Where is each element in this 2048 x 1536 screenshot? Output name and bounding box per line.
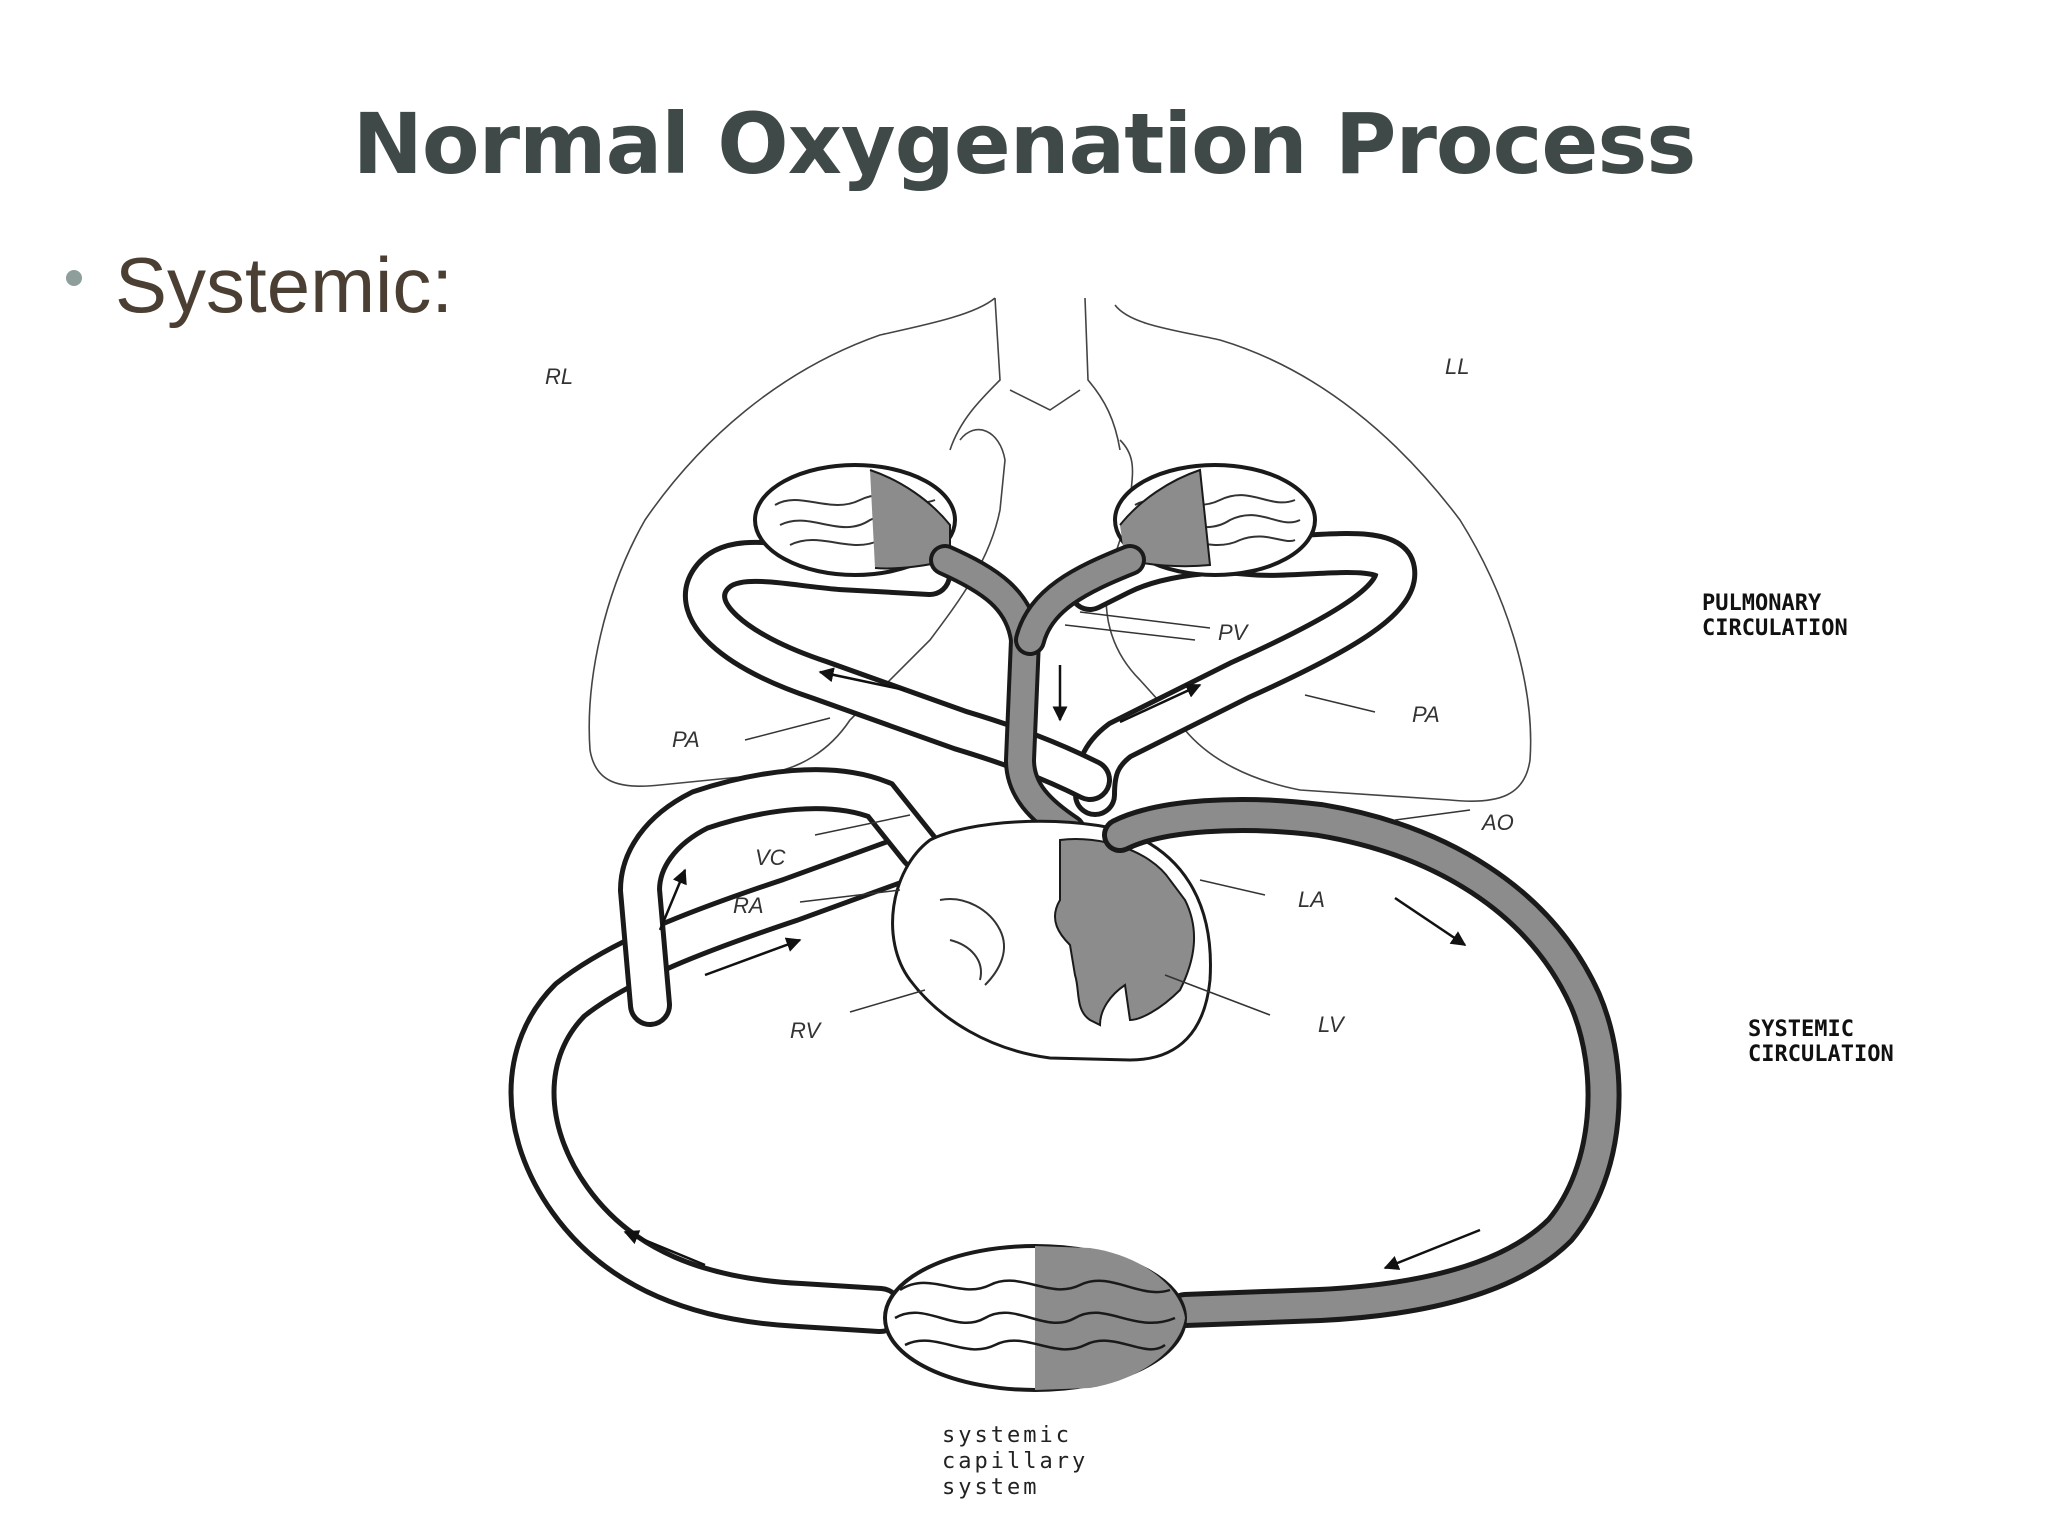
flow-arrows xyxy=(623,665,1481,1270)
leader-lines xyxy=(744,611,1471,1016)
lung-capillary-beds xyxy=(753,463,1317,577)
label-pv: PV xyxy=(1218,620,1250,645)
label-systemic-1: SYSTEMIC xyxy=(1748,1017,1854,1042)
pulmonary-veins xyxy=(929,544,1146,846)
label-pa-right: PA xyxy=(1412,702,1440,727)
heart xyxy=(891,819,1212,1062)
systemic-veins xyxy=(508,767,942,1334)
label-ra: RA xyxy=(733,893,764,918)
label-ll: LL xyxy=(1445,354,1469,379)
label-capillary-3: system xyxy=(942,1475,1039,1500)
slide-title: Normal Oxygenation Process xyxy=(352,95,1697,193)
label-capillary-2: capillary xyxy=(942,1449,1088,1474)
bullet-text: Systemic: xyxy=(115,241,454,329)
left-lung-outline xyxy=(1105,304,1532,802)
label-vc: VC xyxy=(755,845,786,870)
label-ao: AO xyxy=(1480,810,1514,835)
label-systemic-2: CIRCULATION xyxy=(1748,1042,1894,1067)
aorta xyxy=(1102,797,1622,1328)
trachea xyxy=(949,297,1121,451)
right-lung-outline xyxy=(588,297,1006,787)
label-capillary-1: systemic xyxy=(942,1423,1072,1448)
systemic-capillary-bed xyxy=(883,1244,1187,1392)
label-rl: RL xyxy=(545,364,573,389)
label-rv: RV xyxy=(790,1018,822,1043)
label-pulmonary-2: CIRCULATION xyxy=(1702,616,1848,641)
label-pa-left: PA xyxy=(672,727,700,752)
bullet-dot-icon xyxy=(66,270,82,286)
label-lv: LV xyxy=(1318,1012,1346,1037)
label-la: LA xyxy=(1298,887,1325,912)
label-pulmonary-1: PULMONARY xyxy=(1702,591,1822,616)
